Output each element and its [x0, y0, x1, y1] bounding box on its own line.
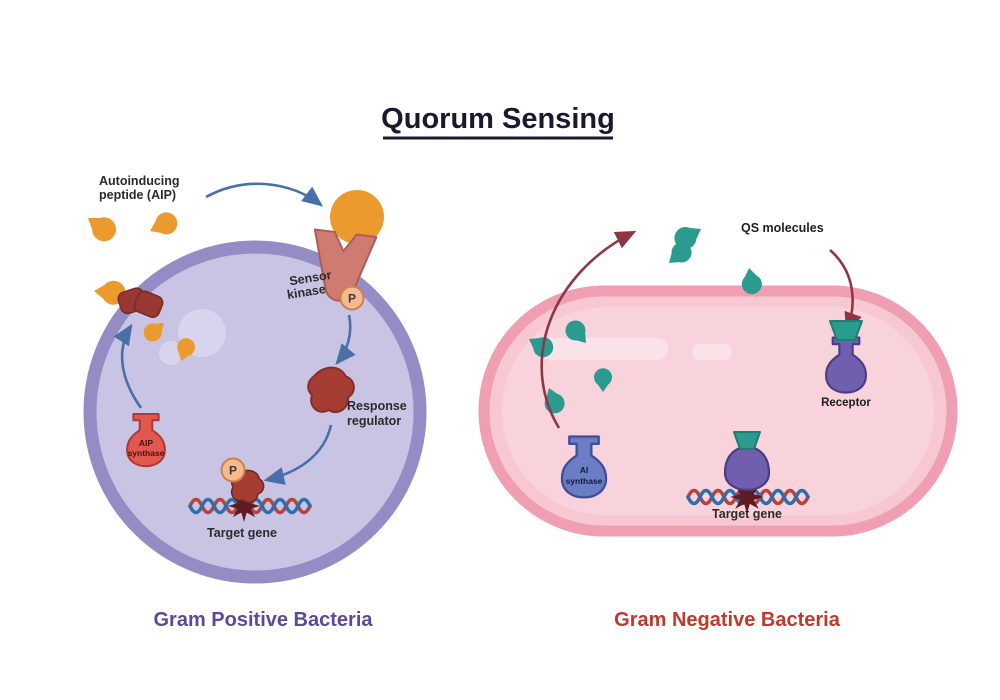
aip-cluster-icon — [117, 287, 164, 318]
aip-synthase-label-line1: AIP — [139, 438, 154, 448]
target-gene-complex: Target gene — [686, 431, 810, 521]
aip-molecule-icon — [145, 208, 181, 241]
receptor-complex: Receptor — [821, 320, 871, 409]
bound-receptor-shape — [723, 445, 771, 492]
arrow-synthase-to-outside — [540, 230, 637, 429]
qs-molecules-label: QS molecules — [741, 221, 824, 235]
arrow-sensor-to-regulator — [335, 314, 356, 365]
gram-negative-heading: Gram Negative Bacteria — [614, 609, 841, 631]
phosphate-circle-icon — [339, 285, 365, 311]
gram-negative-panel: Receptor AI synthase Target gene QS mole… — [478, 219, 958, 631]
cell-highlight — [692, 344, 732, 360]
response-regulator-label-line2: regulator — [347, 414, 401, 428]
sensor-kinase-label-line1: Sensor — [288, 268, 332, 288]
phosphate-badge: P — [339, 285, 365, 311]
page-title: Quorum Sensing — [381, 103, 615, 135]
phosphate-letter: P — [348, 292, 356, 306]
ai-synthase-label-line2: synthase — [566, 476, 603, 486]
aip-synthase: AIP synthase — [126, 413, 166, 468]
arrow-aip-to-sensor — [205, 182, 324, 207]
receptor-label: Receptor — [821, 397, 871, 409]
gram-positive-heading: Gram Positive Bacteria — [154, 609, 374, 631]
gram-positive-panel: P AIP synthase P Target gene Autoinducin… — [81, 174, 427, 631]
target-gene-complex: P Target gene — [188, 457, 312, 540]
ai-synthase: AI synthase — [560, 435, 608, 499]
bound-qs-molecule-icon — [733, 431, 761, 450]
target-gene-label: Target gene — [207, 526, 277, 540]
aip-synthase-label-line2: synthase — [128, 448, 165, 458]
arrow-regulator-to-gene — [263, 424, 333, 485]
ai-synthase-label-line1: AI — [580, 465, 589, 475]
aip-label-line2: peptide (AIP) — [99, 188, 176, 202]
cell-highlight — [159, 341, 183, 365]
target-gene-label: Target gene — [712, 507, 782, 521]
phosphate-letter: P — [229, 464, 237, 478]
autoinducer-ball-icon — [330, 190, 384, 244]
aip-cluster-blob — [133, 290, 164, 318]
aip-molecule-icon — [81, 208, 121, 246]
arrow-synthase-to-outside — [113, 323, 143, 409]
sensor-kinase-label-line2: kinase — [286, 282, 327, 302]
aip-molecules-group — [81, 190, 384, 365]
phosphate-circle-icon — [220, 457, 246, 483]
gram-positive-cell-membrane — [83, 240, 427, 584]
response-regulator-label-line1: Response — [347, 399, 407, 413]
cell-highlight — [540, 338, 668, 360]
bound-qs-molecule-icon — [829, 320, 863, 341]
aip-label-line1: Autoinducing — [99, 174, 180, 188]
